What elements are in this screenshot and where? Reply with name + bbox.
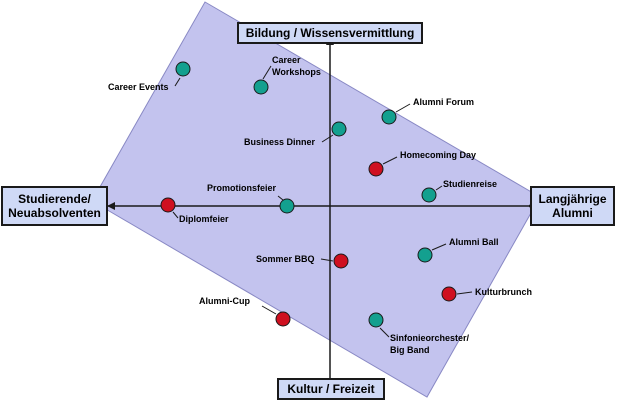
item-label: Alumni-Cup [199,296,250,306]
item-label-line: Kulturbrunch [475,287,532,297]
leader-line [379,327,390,338]
leader-line [431,243,447,251]
item-marker-red [441,286,457,302]
item-marker-red [368,161,384,177]
item-label-line: Career [272,55,301,65]
item-4: Homecoming Day [368,150,476,177]
axis-left-box: Studierende/ Neuabsolventen [1,186,108,226]
leader-line [456,291,473,295]
leader-line [174,77,181,87]
item-12: Sinfonieorchester/Big Band [368,312,470,355]
item-marker-teal [381,109,397,125]
item-6: Promotionsfeier [207,183,295,214]
item-label: Career Events [108,82,169,92]
item-label-line: Sommer BBQ [256,254,315,264]
item-7: Diplomfeier [160,197,229,224]
item-label: Kulturbrunch [475,287,532,297]
axis-top-label: Bildung / Wissensvermittlung [245,26,415,40]
item-label: Studienreise [443,179,497,189]
item-label-line: Workshops [272,67,321,77]
item-marker-red [275,311,291,327]
item-marker-red [333,253,349,269]
item-marker-teal [175,61,191,77]
leader-line [382,156,398,165]
leader-line [262,65,272,80]
item-label-line: Alumni-Cup [199,296,250,306]
item-label-line: Business Dinner [244,137,316,147]
item-9: Sommer BBQ [256,253,349,269]
item-label-line: Promotionsfeier [207,183,277,193]
leader-line [395,103,411,113]
item-11: Alumni-Cup [199,296,291,327]
item-label: Sinfonieorchester/Big Band [390,333,470,355]
item-label-line: Alumni Forum [413,97,474,107]
item-label-line: Alumni Ball [449,237,499,247]
item-marker-red [160,197,176,213]
axis-left-label-line2: Neuabsolventen [8,206,101,220]
leader-line [435,185,443,191]
item-marker-teal [253,79,269,95]
item-label-line: Homecoming Day [400,150,476,160]
axis-left-label-line1: Studierende/ [18,192,91,206]
item-label-line: Sinfonieorchester/ [390,333,470,343]
item-label-line: Big Band [390,345,430,355]
item-marker-teal [279,198,295,214]
axis-right-label-line2: Alumni [552,206,593,220]
axis-top-box: Bildung / Wissensvermittlung [237,22,423,44]
item-label: Business Dinner [244,137,316,147]
item-label: Homecoming Day [400,150,476,160]
item-marker-teal [368,312,384,328]
axis-right-label-line1: Langjährige [538,192,607,206]
item-marker-teal [417,247,433,263]
item-label: Promotionsfeier [207,183,277,193]
item-label: Sommer BBQ [256,254,315,264]
item-marker-teal [421,187,437,203]
item-marker-teal [331,121,347,137]
leader-line [277,195,284,201]
item-8: Alumni Ball [417,237,499,263]
item-label-line: Career Events [108,82,169,92]
axis-bottom-box: Kultur / Freizeit [277,378,385,400]
rotated-region [91,1,541,398]
item-label-line: Studienreise [443,179,497,189]
item-2: Alumni Forum [381,97,474,125]
leader-line [261,305,277,315]
leader-line [320,258,334,262]
axis-right-box: Langjährige Alumni [530,186,615,226]
item-label: Diplomfeier [179,214,229,224]
leader-line [172,211,179,219]
item-10: Kulturbrunch [441,286,532,302]
item-5: Studienreise [421,179,497,203]
item-label: Alumni Ball [449,237,499,247]
leader-line [321,134,334,143]
item-label-line: Diplomfeier [179,214,229,224]
axis-bottom-label: Kultur / Freizeit [287,382,375,396]
item-0: Career Events [108,61,191,92]
item-3: Business Dinner [244,121,347,147]
item-label: Alumni Forum [413,97,474,107]
